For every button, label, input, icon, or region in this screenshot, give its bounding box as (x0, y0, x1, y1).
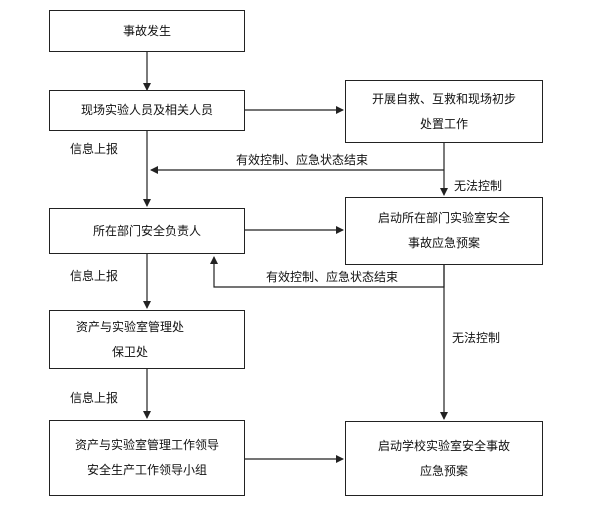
label-report-1: 信息上报 (70, 142, 119, 156)
node-initial-response-line-1: 开展自救、互救和现场初步 (371, 91, 516, 106)
node-dept-emergency-plan-line-1: 启动所在部门实验室安全 (377, 211, 510, 225)
node-dept-safety-head-line-1: 所在部门安全负责人 (92, 223, 201, 238)
node-dept-emergency-plan-line-2: 事故应急预案 (407, 236, 480, 250)
node-school-emergency-plan-line-1: 启动学校实验室安全事故 (377, 438, 510, 453)
node-leadership-groups-line-2: 安全生产工作领导小组 (86, 463, 207, 477)
label-report-3: 信息上报 (70, 391, 119, 405)
label-controlled-1: 有效控制、应急状态结束 (236, 153, 369, 167)
node-initial-response: 开展自救、互救和现场初步 处置工作 (345, 80, 543, 143)
node-accident: 事故发生 (49, 10, 245, 52)
node-accident-line-1: 事故发生 (122, 23, 171, 38)
node-leadership-groups: 资产与实验室管理工作领导 安全生产工作领导小组 (49, 420, 245, 496)
node-initial-response-line-2: 处置工作 (419, 116, 468, 131)
node-dept-emergency-plan: 启动所在部门实验室安全 事故应急预案 (345, 197, 543, 265)
label-uncontrolled-1: 无法控制 (454, 179, 503, 193)
node-school-emergency-plan-line-2: 应急预案 (419, 463, 468, 478)
node-leadership-groups-line-1: 资产与实验室管理工作领导 (74, 438, 219, 452)
node-dept-safety-head: 所在部门安全负责人 (49, 208, 245, 254)
label-controlled-2: 有效控制、应急状态结束 (266, 270, 399, 284)
node-asset-security-dept-line-1: 资产与实验室管理处 (76, 319, 185, 334)
label-uncontrolled-2: 无法控制 (452, 331, 501, 345)
node-onsite-personnel-line-1: 现场实验人员及相关人员 (80, 103, 213, 117)
node-asset-security-dept: 资产与实验室管理处 保卫处 (49, 310, 245, 369)
node-onsite-personnel: 现场实验人员及相关人员 (49, 90, 245, 131)
node-school-emergency-plan: 启动学校实验室安全事故 应急预案 (345, 421, 543, 496)
label-report-2: 信息上报 (70, 269, 119, 283)
node-asset-security-dept-line-2: 保卫处 (112, 344, 149, 359)
